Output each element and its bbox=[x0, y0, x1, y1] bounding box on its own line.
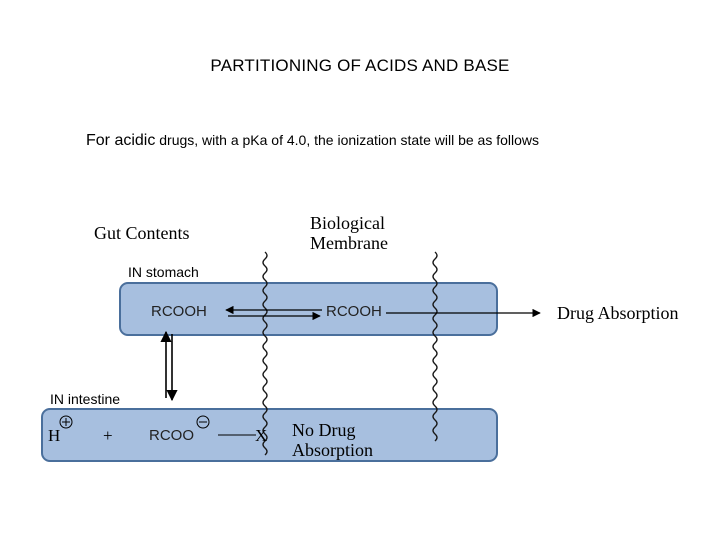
membrane-line-right bbox=[432, 251, 438, 442]
membrane-label-line1: Biological bbox=[310, 213, 385, 233]
stomach-label: IN stomach bbox=[128, 264, 199, 280]
negative-charge-icon bbox=[196, 415, 210, 429]
no-drug-line2: Absorption bbox=[292, 440, 373, 460]
subtitle-lead: For acidic bbox=[86, 132, 156, 149]
stomach-compartment bbox=[119, 282, 498, 336]
hydrogen-symbol: H bbox=[48, 426, 61, 445]
subtitle-rest: drugs, with a pKa of 4.0, the ionization… bbox=[155, 132, 540, 148]
membrane-line-left bbox=[262, 251, 268, 456]
drug-absorption-label: Drug Absorption bbox=[557, 303, 679, 323]
no-drug-absorption-label: No Drug Absorption bbox=[292, 420, 373, 460]
page-title: PARTITIONING OF ACIDS AND BASE bbox=[210, 56, 510, 75]
intestine-compartment bbox=[41, 408, 498, 462]
stomach-species-left: RCOOH bbox=[151, 303, 207, 320]
membrane-label-line2: Membrane bbox=[310, 233, 388, 253]
stomach-species-right: RCOOH bbox=[326, 303, 382, 320]
membrane-label: Biological Membrane bbox=[310, 213, 388, 253]
blocked-x-mark: X bbox=[255, 426, 268, 445]
intestine-label: IN intestine bbox=[50, 391, 121, 407]
subtitle: For acidic drugs, with a pKa of 4.0, the… bbox=[86, 132, 539, 150]
gut-contents-label: Gut Contents bbox=[94, 223, 190, 243]
no-drug-line1: No Drug bbox=[292, 420, 356, 440]
positive-charge-icon bbox=[59, 415, 73, 429]
plus-sign: + bbox=[103, 426, 113, 445]
anion-species: RCOO bbox=[149, 427, 194, 444]
